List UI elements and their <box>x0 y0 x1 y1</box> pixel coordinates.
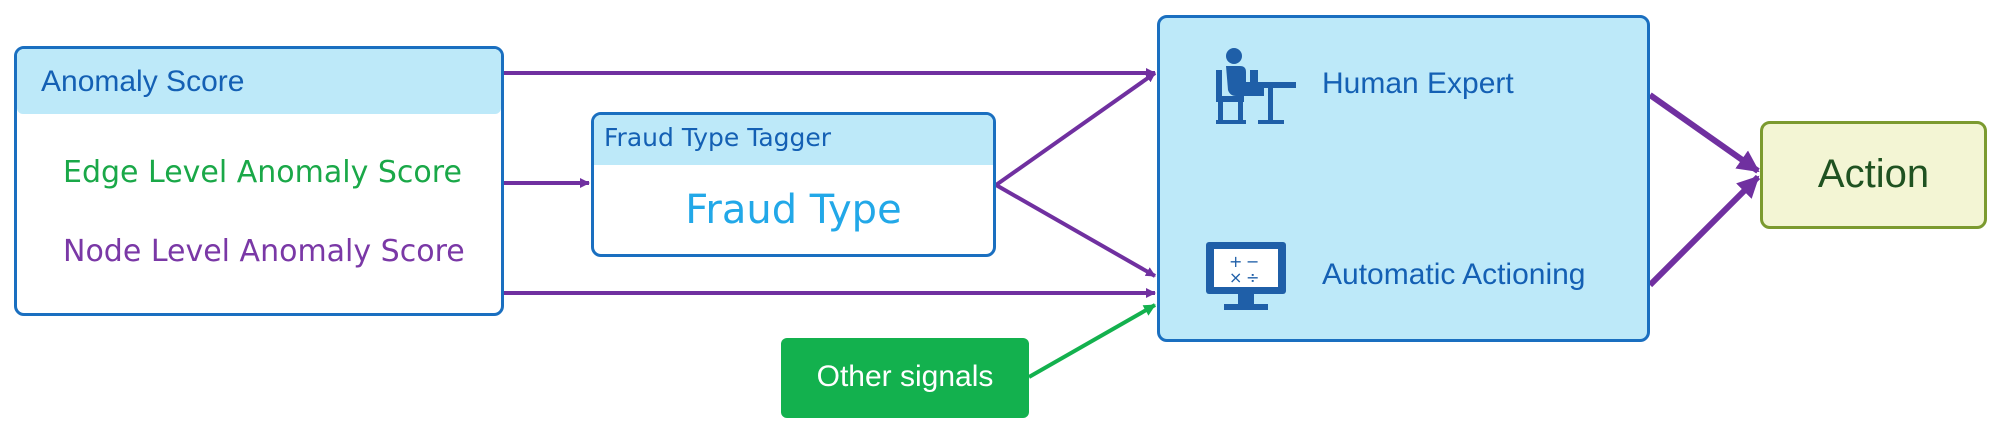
arrow-automatic-to-action <box>1647 174 1761 288</box>
svg-text:÷: ÷ <box>1246 268 1259 287</box>
arrow-tagger-to-automatic <box>995 183 1156 278</box>
other-signals-label: Other signals <box>816 360 994 393</box>
arrow-tagger-to-expert <box>994 71 1157 187</box>
svg-text:+: + <box>1229 252 1242 271</box>
other-signals-box: Other signals <box>781 338 1029 418</box>
human-expert-icon <box>1216 48 1296 124</box>
fraud-type-tagger-box: Fraud Type Tagger Fraud Type <box>591 112 996 257</box>
anomaly-score-box: Anomaly Score Edge Level Anomaly Score N… <box>14 46 504 316</box>
decision-box: Human Expert + − × ÷ Automatic Actioning <box>1157 15 1650 342</box>
anomaly-score-title: Anomaly Score <box>41 65 245 98</box>
anomaly-score-header: Anomaly Score <box>17 49 501 114</box>
arrow-expert-to-action <box>1648 92 1760 174</box>
human-expert-label: Human Expert <box>1322 67 1514 100</box>
fraud-type-tagger-title: Fraud Type Tagger <box>604 123 832 152</box>
automatic-actioning-label: Automatic Actioning <box>1322 258 1586 291</box>
calculator-monitor-icon: + − × ÷ <box>1206 242 1286 310</box>
fraud-type-output: Fraud Type <box>685 187 902 233</box>
edge-level-anomaly-score: Edge Level Anomaly Score <box>63 155 462 190</box>
svg-text:−: − <box>1246 252 1259 271</box>
arrow-signals-to-automatic <box>1028 303 1156 379</box>
fraud-type-tagger-header: Fraud Type Tagger <box>594 115 993 165</box>
svg-text:×: × <box>1229 268 1242 287</box>
action-box: Action <box>1760 121 1987 229</box>
node-level-anomaly-score: Node Level Anomaly Score <box>63 234 465 269</box>
action-label: Action <box>1817 152 1930 196</box>
